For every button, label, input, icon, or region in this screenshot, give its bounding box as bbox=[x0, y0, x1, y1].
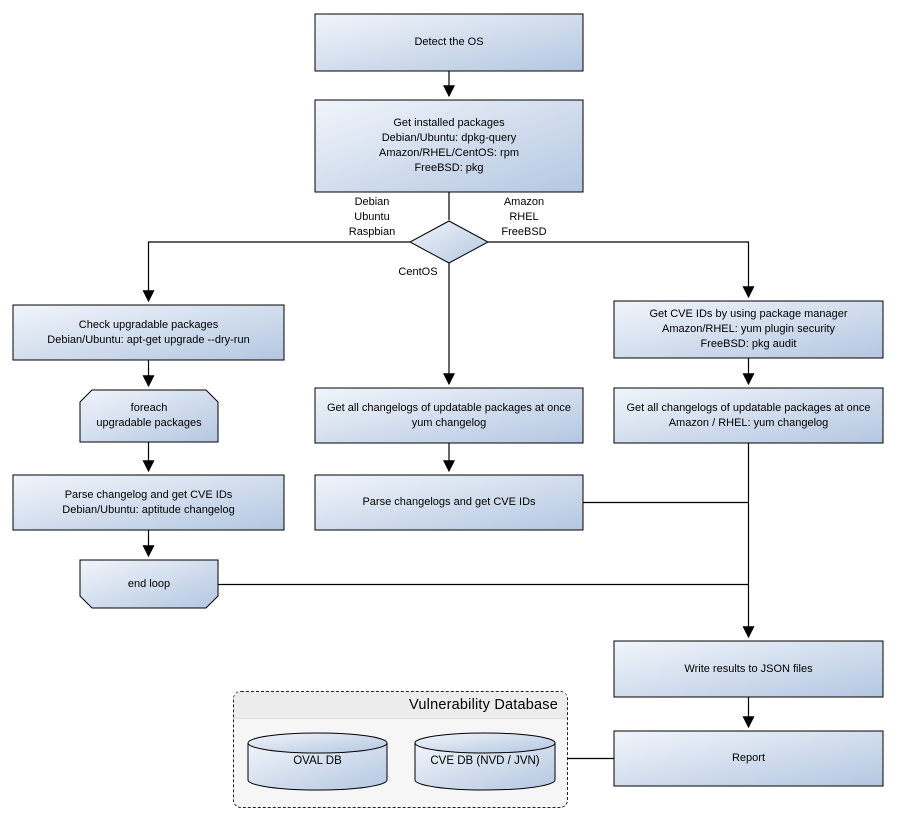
connector-decision-right bbox=[488, 241, 755, 299]
connector-decision-left bbox=[142, 241, 410, 303]
node-get-changelogs-amazon-label: Get all changelogs of updatable packages… bbox=[626, 401, 871, 429]
branch-label-debian-ubuntu-raspbian: Debian Ubuntu Raspbian bbox=[348, 195, 396, 238]
vulnerability-database-title: Vulnerability Database bbox=[409, 697, 558, 713]
branch-label-amazon-rhel-freebsd: Amazon RHEL FreeBSD bbox=[501, 195, 547, 238]
node-write-results-label: Write results to JSON files bbox=[684, 662, 813, 675]
node-end-loop-label: end loop bbox=[127, 577, 171, 590]
node-check-upgradable-label: Check upgradable packages Debian/Ubuntu:… bbox=[47, 318, 250, 346]
node-get-cve-ids-pkg-manager-label: Get CVE IDs by using package manager Ama… bbox=[649, 308, 848, 350]
cve-db-label: CVE DB (NVD / JVN) bbox=[430, 754, 540, 767]
node-get-changelogs-centos-label: Get all changelogs of updatable packages… bbox=[326, 401, 571, 429]
node-detect-os-label: Detect the OS bbox=[414, 36, 484, 48]
node-parse-changelog-debian-label: Parse changelog and get CVE IDs Debian/U… bbox=[62, 488, 235, 516]
vulnerability-database-header: Vulnerability Database bbox=[234, 692, 567, 719]
node-report-label: Report bbox=[731, 752, 766, 764]
decision-os-diamond bbox=[408, 220, 490, 264]
node-parse-changelogs-centos-label: Parse changelogs and get CVE IDs bbox=[362, 496, 536, 508]
node-get-installed-packages-label: Get installed packages Debian/Ubuntu: dp… bbox=[379, 117, 519, 174]
oval-db-label: OVAL DB bbox=[293, 754, 342, 767]
node-foreach-loop-start-label: foreach upgradable packages bbox=[96, 402, 202, 429]
branch-label-centos: CentOS bbox=[398, 265, 438, 278]
